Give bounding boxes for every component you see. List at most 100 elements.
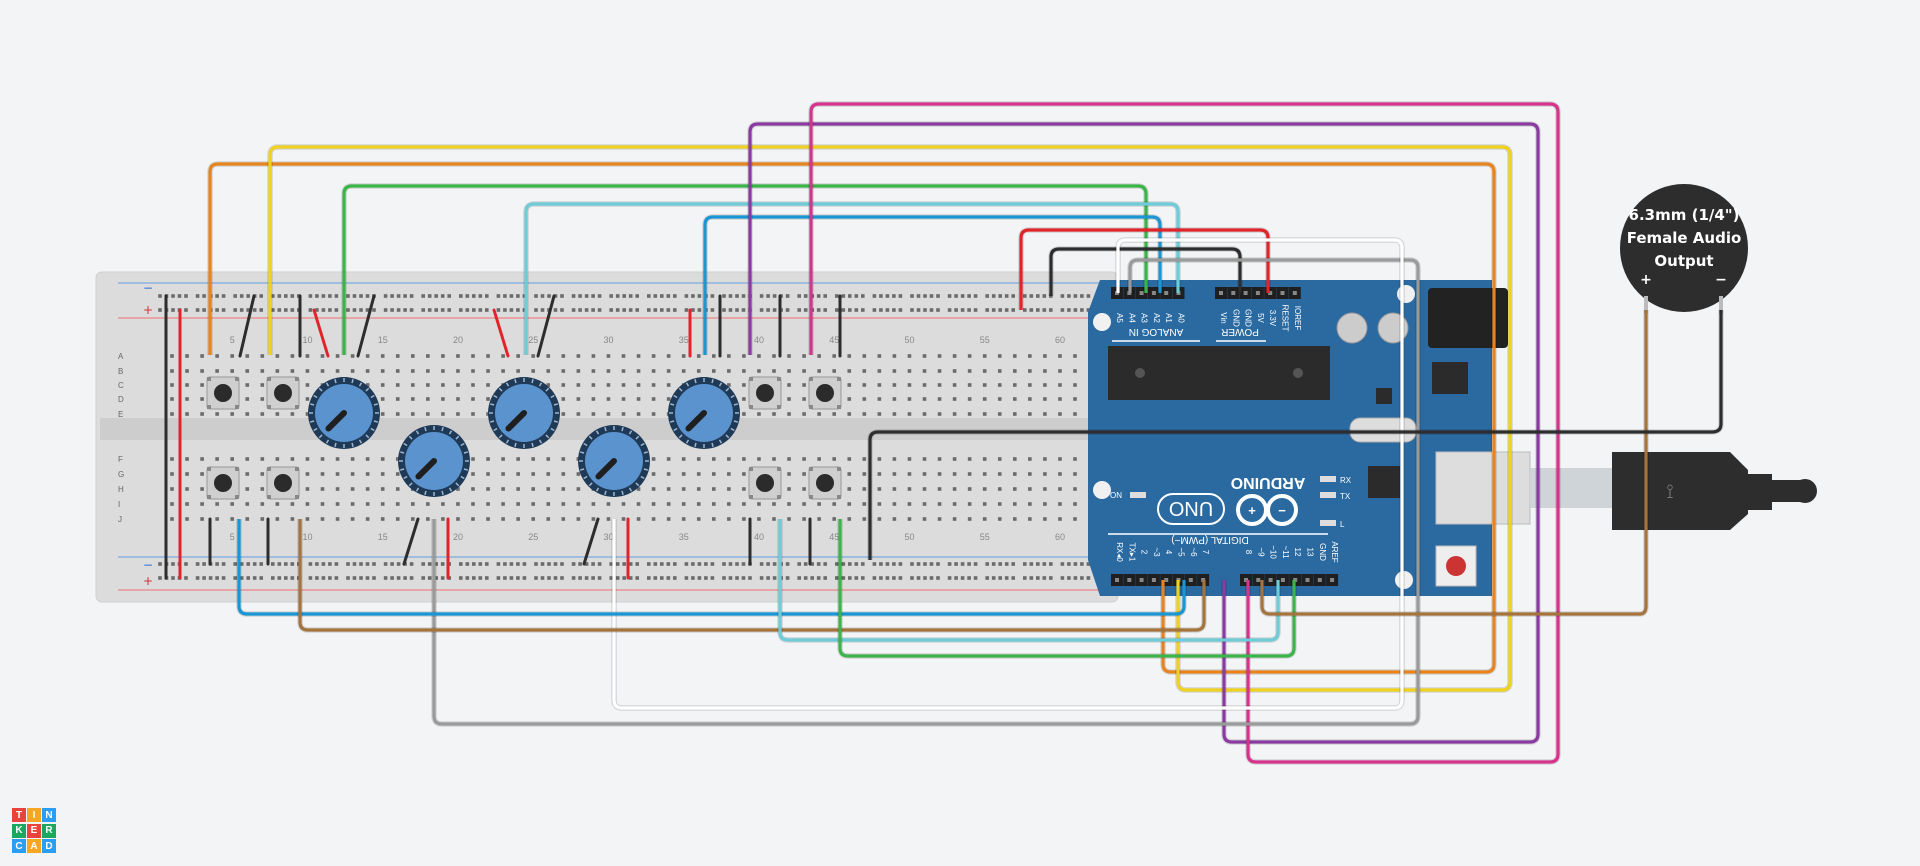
jumper-wire[interactable] — [536, 294, 556, 358]
jumper-wire[interactable] — [356, 294, 376, 358]
column-number: 45 — [829, 335, 839, 345]
pushbutton[interactable] — [266, 376, 300, 410]
column-number: 55 — [980, 335, 990, 345]
rail-sign: + — [143, 303, 153, 317]
column-number: 20 — [453, 532, 463, 542]
jumper-wire[interactable] — [492, 308, 510, 358]
crystal — [1349, 417, 1417, 443]
pin-label: Vin — [1219, 312, 1228, 323]
wire[interactable] — [838, 519, 1296, 658]
wire[interactable] — [208, 162, 1496, 674]
svg-text:−: − — [1278, 503, 1286, 518]
pin-label: A4 — [1127, 313, 1136, 323]
potentiometer[interactable] — [308, 377, 380, 449]
arduino-uno[interactable]: ON RX TX L + − ARDUINO UNO DIGITAL (PWM~… — [1088, 280, 1531, 596]
wire[interactable] — [1049, 247, 1242, 296]
wire[interactable] — [868, 310, 1723, 560]
column-number: 15 — [378, 532, 388, 542]
wire[interactable] — [1260, 310, 1648, 616]
wires[interactable] — [164, 101, 1724, 765]
potentiometer[interactable] — [578, 425, 650, 497]
dc-power-jack — [1428, 288, 1508, 348]
audio-jack-minus-label: − — [1715, 272, 1727, 288]
pin-label: RESET — [1281, 305, 1290, 332]
wire[interactable] — [342, 184, 1148, 355]
breadboard-components[interactable] — [206, 376, 842, 500]
column-number: 10 — [302, 532, 312, 542]
pin-label: GND — [1231, 309, 1240, 327]
pin-label: 5V — [1256, 313, 1265, 323]
audio-jack[interactable]: + − — [1620, 184, 1748, 314]
column-number: 40 — [754, 532, 764, 542]
reset-button[interactable] — [1446, 556, 1466, 576]
power-header-label: POWER — [1221, 326, 1259, 337]
wire[interactable] — [612, 238, 1404, 710]
led-l-label: L — [1340, 520, 1345, 529]
wire[interactable] — [268, 145, 1512, 692]
pushbutton[interactable] — [206, 466, 240, 500]
pushbutton[interactable] — [206, 376, 240, 410]
led-on-label: ON — [1110, 491, 1122, 500]
row-letter: D — [118, 395, 124, 404]
mounting-hole — [1395, 571, 1413, 589]
pushbutton[interactable] — [808, 466, 842, 500]
jumper-wire[interactable] — [402, 517, 420, 566]
pin-label: 12 — [1293, 548, 1302, 557]
pin-label: A0 — [1177, 313, 1186, 323]
voltage-regulator — [1432, 362, 1468, 394]
pin-label: ~6 — [1189, 547, 1198, 557]
column-number: 10 — [302, 335, 312, 345]
arduino-logo: + − — [1236, 494, 1298, 526]
pin-label: 13 — [1306, 548, 1315, 557]
wire[interactable] — [778, 519, 1280, 642]
usb-chip — [1368, 466, 1400, 498]
wire[interactable] — [237, 519, 1186, 616]
led-rx-label: RX — [1340, 476, 1352, 485]
usb-icon: ⟟ — [1666, 479, 1673, 503]
column-number: 15 — [378, 335, 388, 345]
pin-label: 4 — [1164, 550, 1173, 555]
logo-letter: E — [27, 823, 41, 838]
row-letter: G — [118, 470, 124, 479]
potentiometer[interactable] — [398, 425, 470, 497]
logo-letter: N — [42, 808, 56, 822]
usb-plug[interactable]: ⟟ — [1530, 452, 1817, 530]
wire[interactable] — [703, 215, 1162, 355]
svg-text:+: + — [1248, 503, 1256, 518]
column-number: 35 — [679, 532, 689, 542]
pin-label: 2 — [1140, 550, 1149, 555]
wire[interactable] — [298, 519, 1206, 632]
pin-label: 7 — [1201, 550, 1210, 555]
wire[interactable] — [524, 202, 1180, 355]
pushbutton[interactable] — [748, 466, 782, 500]
led-on — [1130, 492, 1146, 498]
rail-sign: − — [143, 281, 153, 295]
pushbutton[interactable] — [748, 376, 782, 410]
logo-letter: T — [12, 808, 26, 822]
jumper-wire[interactable] — [312, 308, 330, 358]
pin-label: AREF — [1330, 541, 1339, 562]
jumper-wire[interactable] — [238, 294, 256, 358]
wire[interactable] — [432, 258, 1420, 726]
column-number: 55 — [980, 532, 990, 542]
potentiometer[interactable] — [488, 377, 560, 449]
column-number: 60 — [1055, 532, 1065, 542]
pin-label: ~5 — [1177, 547, 1186, 557]
wire[interactable] — [1019, 228, 1270, 310]
jumper-wire[interactable] — [582, 517, 600, 566]
pushbutton[interactable] — [266, 466, 300, 500]
column-number: 25 — [528, 335, 538, 345]
column-number: 20 — [453, 335, 463, 345]
logo-letter: R — [42, 823, 56, 838]
pushbutton[interactable] — [808, 376, 842, 410]
pin-label: TX▸1 — [1127, 543, 1136, 562]
potentiometer[interactable] — [668, 377, 740, 449]
arduino-model: UNO — [1169, 497, 1213, 519]
arduino-brand: ARDUINO — [1231, 474, 1306, 491]
column-number: 45 — [829, 532, 839, 542]
pin-label: RX◂0 — [1115, 542, 1124, 562]
